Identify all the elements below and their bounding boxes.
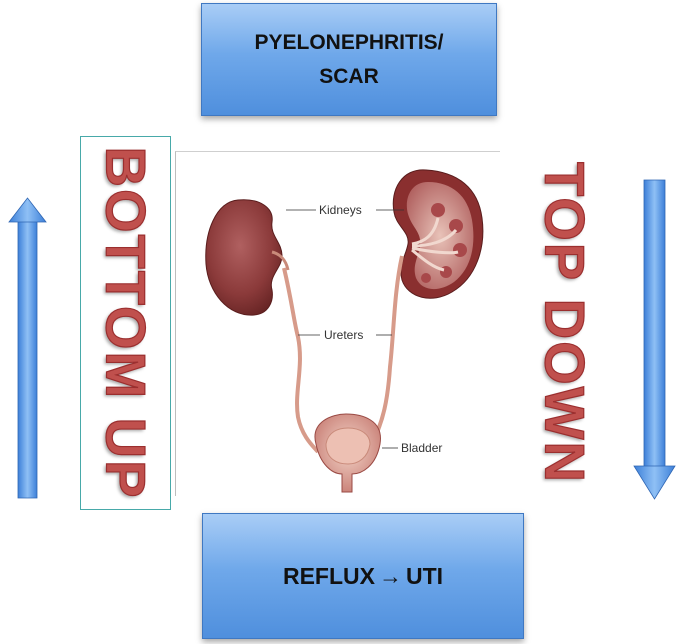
top-box-line-2: SCAR bbox=[319, 64, 379, 88]
kidneys-label: Kidneys bbox=[319, 203, 362, 217]
reflux-text: REFLUX bbox=[282, 562, 375, 589]
top-down-label: TOP DOWN bbox=[533, 161, 597, 484]
left-kidney bbox=[205, 199, 290, 316]
right-ureter bbox=[368, 255, 404, 448]
ureters-label: Ureters bbox=[324, 328, 363, 342]
right-kidney bbox=[392, 169, 484, 299]
bottom-up-frame bbox=[80, 136, 171, 510]
top-box-line-1: PYELONEPHRITIS/ bbox=[254, 30, 444, 54]
bladder bbox=[314, 413, 381, 493]
down-arrow-icon bbox=[633, 179, 676, 500]
top-box-text: PYELONEPHRITIS/ SCAR bbox=[254, 26, 443, 94]
urinary-tract-illustration: Kidneys Ureters Bladder bbox=[205, 169, 484, 493]
bottom-up-label: BOTTOM UP bbox=[94, 146, 158, 500]
uti-text: UTI bbox=[405, 562, 444, 589]
urinary-tract-diagram: Kidneys Ureters Bladder bbox=[175, 151, 500, 496]
bladder-label: Bladder bbox=[401, 441, 442, 455]
reflux-uti-box: REFLUX → UTI bbox=[202, 513, 524, 639]
left-ureter bbox=[282, 267, 320, 454]
up-arrow-icon bbox=[8, 197, 47, 499]
pyelonephritis-scar-box: PYELONEPHRITIS/ SCAR bbox=[201, 3, 497, 116]
right-arrow-icon: → bbox=[378, 562, 402, 589]
